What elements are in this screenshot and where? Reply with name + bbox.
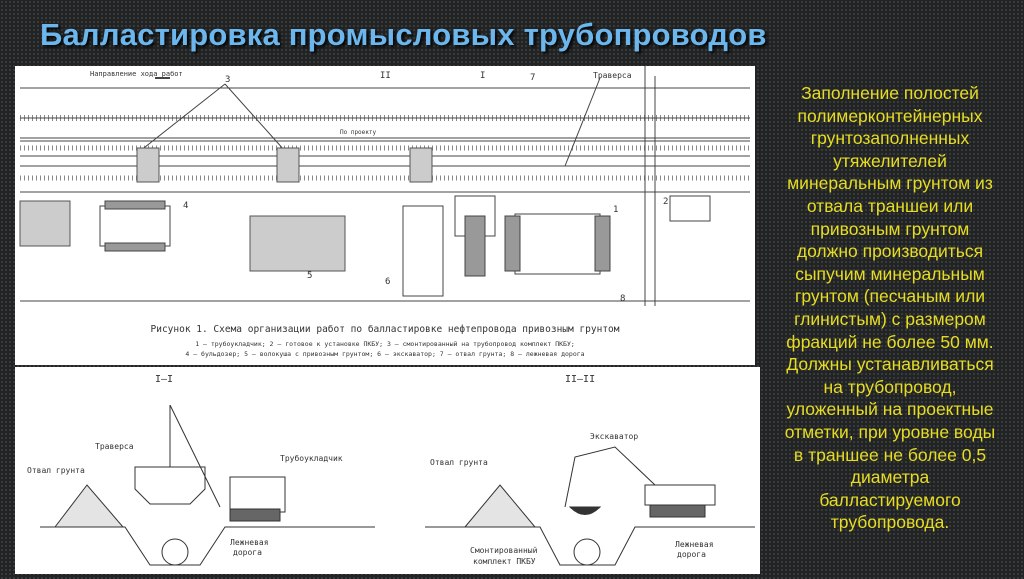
label-2: 2 <box>663 197 668 207</box>
road-callout-2a: Лежневая <box>675 540 714 549</box>
description-line: трубопровода. <box>830 512 950 533</box>
description-line: Должны устанавливаться <box>786 354 994 375</box>
cross-sections-drawing: I–I Траверса Отвал грунта Трубоукладчик … <box>15 367 760 574</box>
section-i-title: I–I <box>155 374 173 385</box>
excavator-callout: Экскаватор <box>590 432 638 441</box>
description-line: глинистым) с размером <box>794 308 986 329</box>
work-plan-drawing: Направление хода работ II I 7 3 Траверса… <box>15 66 755 365</box>
slide-title: Балластировка промысловых трубопроводов <box>40 17 767 52</box>
label-1: 1 <box>613 205 618 215</box>
description-line: диаметра <box>850 467 930 488</box>
road-callout-1a: Лежневая <box>230 538 269 547</box>
road-callout-1b: дорога <box>233 548 262 557</box>
description-line: должно производиться <box>796 241 984 262</box>
description-line: в траншее не более 0,5 <box>793 444 987 465</box>
label-6: 6 <box>385 277 390 287</box>
figure-caption: Рисунок 1. Схема организации работ по ба… <box>151 324 620 335</box>
label-5: 5 <box>307 271 312 281</box>
description-line: балластируемого <box>819 489 961 510</box>
description-line: грунтозаполненных <box>810 128 970 149</box>
design-label: По проекту <box>340 129 377 136</box>
road-callout-2b: дорога <box>677 550 706 559</box>
description-line: отвала траншеи или <box>806 195 974 216</box>
section-mark-i: I <box>480 71 485 81</box>
traverse-callout: Траверса <box>95 442 134 451</box>
description-line: сыпучим минеральным <box>795 263 985 284</box>
description-line: полимерконтейнерных <box>797 105 983 126</box>
pipelayer-callout: Трубоукладчик <box>280 453 343 463</box>
description-line: уложенный на проектные <box>786 399 994 420</box>
section-ii-title: II–II <box>565 374 595 385</box>
traverse-label: Траверса <box>593 71 632 80</box>
legend-line-1: 1 – трубоукладчик; 2 – готовое к установ… <box>195 340 575 348</box>
kit-callout-a: Смонтированный <box>470 546 538 555</box>
description-line: грунтом (песчаным или <box>794 286 986 307</box>
description-line: утяжелителей <box>833 150 947 171</box>
description-line: Заполнение полостей <box>801 83 979 103</box>
legend-line-2: 4 – бульдозер; 5 – волокуша с привозным … <box>185 350 584 358</box>
label-7: 7 <box>530 73 535 83</box>
label-4: 4 <box>183 201 188 211</box>
label-3: 3 <box>225 75 230 85</box>
description-line: отметки, при уровне воды <box>784 421 996 442</box>
label-8: 8 <box>620 294 625 304</box>
section-mark-ii: II <box>380 71 391 81</box>
direction-label: Направление хода работ <box>90 70 183 78</box>
spoil-callout-2: Отвал грунта <box>430 458 488 467</box>
description-line: привозным грунтом <box>810 218 970 239</box>
description-line: фракций не более 50 мм. <box>786 331 994 352</box>
description-line: минеральным грунтом из <box>787 173 993 194</box>
description-line: на трубопровод, <box>823 376 957 397</box>
kit-callout-b: комплект ПКБУ <box>473 557 536 566</box>
spoil-callout-1: Отвал грунта <box>27 466 85 475</box>
